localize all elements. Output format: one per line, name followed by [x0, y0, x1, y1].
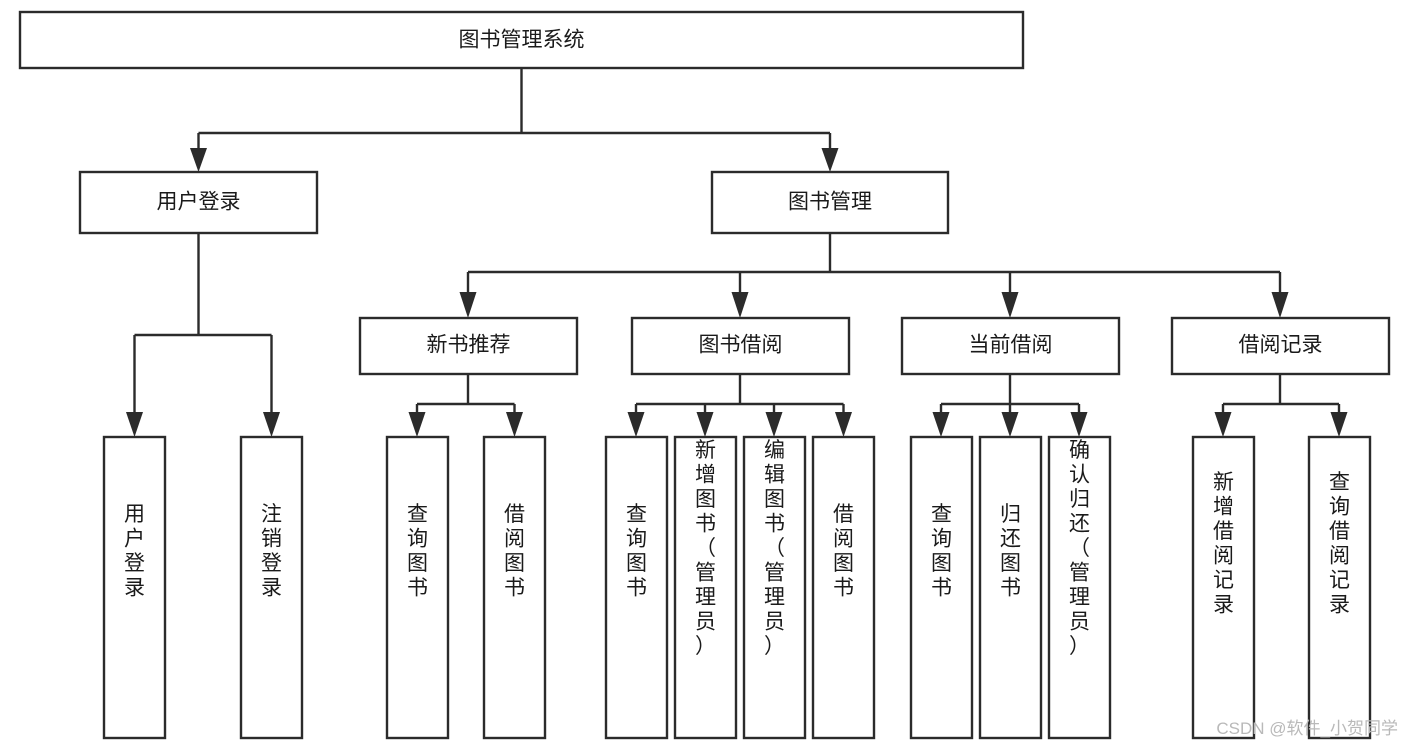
node-leaf-query-record[interactable]: 查询借阅记录 [1307, 435, 1372, 740]
arrow-head-leaf-confirm-return [1070, 412, 1088, 437]
node-book-manage-label: 图书管理 [788, 191, 872, 214]
node-leaf-add-record-label: 新增借阅记录 [1213, 471, 1234, 617]
node-borrow-record-label: 借阅记录 [1239, 334, 1323, 357]
node-new-book-recommend[interactable]: 新书推荐 [358, 316, 579, 376]
arrow-head-leaf-add-record [1214, 412, 1232, 437]
node-leaf-borrow-book-2[interactable]: 借阅图书 [811, 435, 876, 740]
node-leaf-borrow-book-1-label: 借阅图书 [504, 503, 525, 600]
node-leaf-query-record-label: 查询借阅记录 [1329, 471, 1350, 617]
node-leaf-query-book-2[interactable]: 查询图书 [604, 435, 669, 740]
node-leaf-user-login[interactable]: 用户登录 [102, 435, 167, 740]
node-leaf-query-record-box[interactable] [1307, 435, 1372, 740]
node-leaf-confirm-return-box[interactable] [1047, 435, 1112, 740]
arrow-head-leaf-query-record [1330, 412, 1348, 437]
arrow-head-leaf-query-book-1 [408, 412, 426, 437]
node-leaf-query-book-3-label: 查询图书 [931, 503, 952, 600]
node-leaf-add-record[interactable]: 新增借阅记录 [1191, 435, 1256, 740]
node-leaf-add-book-box[interactable] [673, 435, 738, 740]
node-leaf-borrow-book-1[interactable]: 借阅图书 [482, 435, 547, 740]
arrow-head-new-book-recommend [459, 292, 477, 318]
node-leaf-query-book-2-label: 查询图书 [626, 503, 647, 600]
arrow-head-leaf-add-book [696, 412, 714, 437]
node-leaf-query-book-2-box[interactable] [604, 435, 669, 740]
csdn-watermark: CSDN @软件_小贺同学 [1216, 719, 1398, 738]
arrow-head-borrow-record [1271, 292, 1289, 318]
node-leaf-borrow-book-2-label: 借阅图书 [833, 503, 854, 600]
arrow-head-user-login [190, 148, 207, 172]
node-borrow-record[interactable]: 借阅记录 [1170, 316, 1391, 376]
node-root-box[interactable] [18, 10, 1025, 70]
node-user-login-label: 用户登录 [157, 191, 241, 214]
arrow-head-leaf-return-book [1001, 412, 1019, 437]
node-current-borrow[interactable]: 当前借阅 [900, 316, 1121, 376]
arrow-head-current-borrow [1001, 292, 1019, 318]
node-new-book-recommend-box[interactable] [358, 316, 579, 376]
node-borrow-record-box[interactable] [1170, 316, 1391, 376]
node-user-login-box[interactable] [78, 170, 319, 235]
node-leaf-edit-book-box[interactable] [742, 435, 807, 740]
node-leaf-query-book-3[interactable]: 查询图书 [909, 435, 974, 740]
node-leaf-edit-book[interactable]: 编辑图书（管理员） [742, 435, 807, 740]
arrow-head-leaf-user-logout [263, 412, 280, 437]
connector-layer [126, 68, 1348, 437]
node-leaf-borrow-book-1-box[interactable] [482, 435, 547, 740]
node-leaf-user-logout-label: 注销登录 [261, 503, 282, 600]
node-leaf-borrow-book-2-box[interactable] [811, 435, 876, 740]
node-leaf-confirm-return-label: 确认归还（管理员） [1069, 439, 1090, 658]
node-new-book-recommend-label: 新书推荐 [427, 334, 511, 357]
node-current-borrow-box[interactable] [900, 316, 1121, 376]
node-book-manage[interactable]: 图书管理 [710, 170, 950, 235]
node-leaf-confirm-return[interactable]: 确认归还（管理员） [1047, 435, 1112, 740]
node-leaf-add-book-label: 新增图书（管理员） [695, 439, 716, 658]
arrow-head-leaf-borrow-book-2 [835, 412, 852, 437]
node-root[interactable]: 图书管理系统 [18, 10, 1025, 70]
node-user-login[interactable]: 用户登录 [78, 170, 319, 235]
arrow-head-leaf-edit-book [765, 412, 783, 437]
arrow-head-leaf-user-login [126, 412, 143, 437]
arrow-head-book-borrow [731, 292, 749, 318]
arrow-head-leaf-borrow-book-1 [506, 412, 523, 437]
node-current-borrow-label: 当前借阅 [969, 334, 1053, 357]
node-book-borrow-box[interactable] [630, 316, 851, 376]
node-book-manage-box[interactable] [710, 170, 950, 235]
node-leaf-user-logout-box[interactable] [239, 435, 304, 740]
node-leaf-edit-book-label: 编辑图书（管理员） [764, 439, 785, 658]
node-leaf-return-book-box[interactable] [978, 435, 1043, 740]
node-leaf-add-book[interactable]: 新增图书（管理员） [673, 435, 738, 740]
arrow-head-book-manage [821, 148, 839, 172]
node-book-borrow-label: 图书借阅 [699, 334, 783, 357]
arrow-head-leaf-query-book-3 [932, 412, 950, 437]
node-leaf-user-logout[interactable]: 注销登录 [239, 435, 304, 740]
node-root-label: 图书管理系统 [459, 29, 585, 52]
node-leaf-return-book-label: 归还图书 [1000, 503, 1021, 600]
node-leaf-query-book-1-label: 查询图书 [407, 503, 428, 600]
node-leaf-user-login-label: 用户登录 [124, 503, 145, 600]
node-leaf-query-book-1-box[interactable] [385, 435, 450, 740]
node-leaf-query-book-1[interactable]: 查询图书 [385, 435, 450, 740]
node-leaf-user-login-box[interactable] [102, 435, 167, 740]
node-leaf-add-record-box[interactable] [1191, 435, 1256, 740]
node-book-borrow[interactable]: 图书借阅 [630, 316, 851, 376]
arrow-head-leaf-query-book-2 [627, 412, 645, 437]
node-leaf-return-book[interactable]: 归还图书 [978, 435, 1043, 740]
node-leaf-query-book-3-box[interactable] [909, 435, 974, 740]
